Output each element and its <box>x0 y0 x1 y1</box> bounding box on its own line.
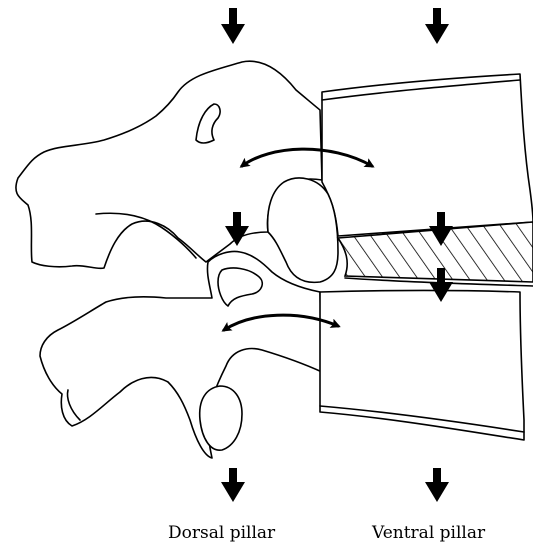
upper-vertebral-body <box>322 74 533 236</box>
down-arrow-icon <box>221 468 245 502</box>
ventral-pillar-label: Ventral pillar <box>372 523 485 543</box>
down-arrow-icon <box>425 8 449 44</box>
lower-facet-oval <box>200 386 242 450</box>
down-arrow-icon <box>425 468 449 502</box>
facet-joint-upper <box>268 178 338 282</box>
dorsal-pillar-label: Dorsal pillar <box>168 523 275 543</box>
lower-posterior-elements <box>40 251 322 458</box>
down-arrow-icon <box>221 8 245 44</box>
